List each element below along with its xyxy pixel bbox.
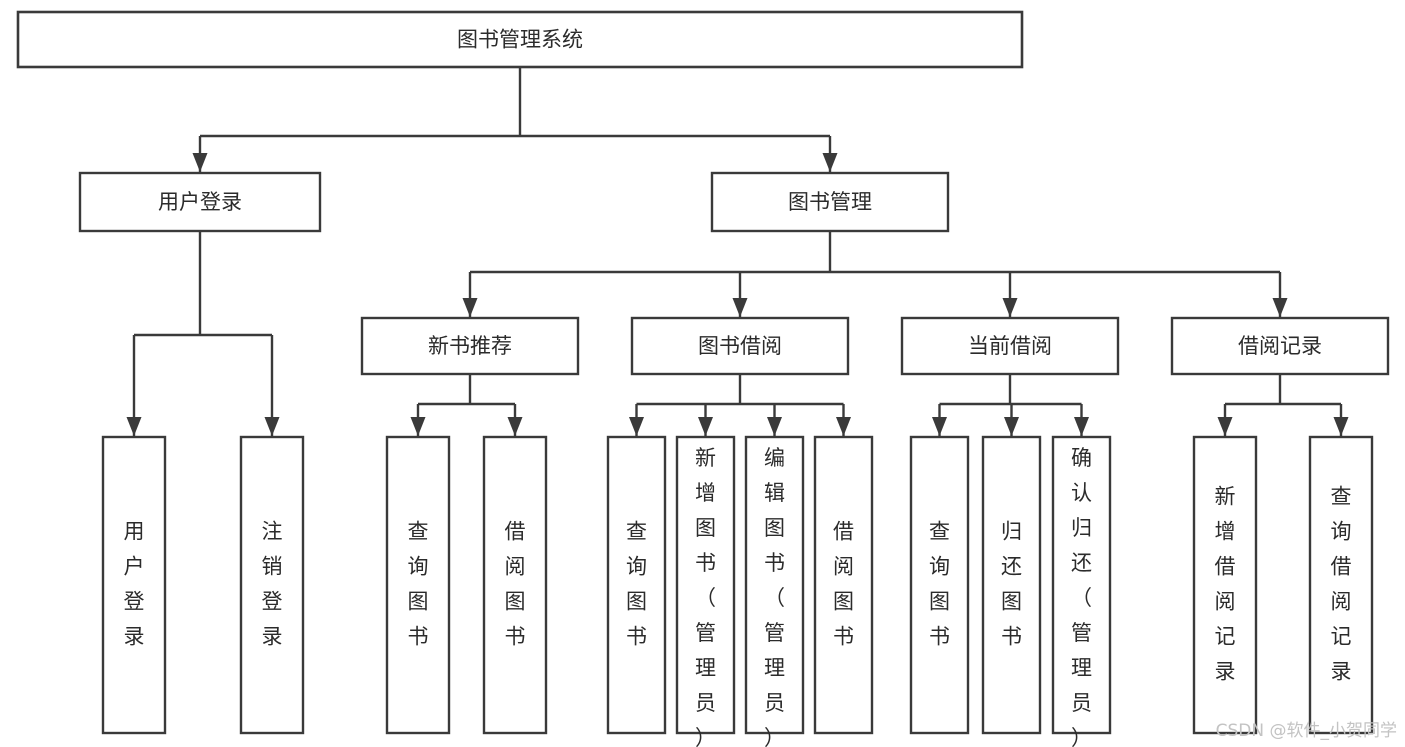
node-leaf-cur-return-book[interactable]: 归还图书 — [981, 435, 1042, 735]
node-label: 图书管理 — [788, 190, 872, 214]
node-box — [482, 435, 548, 735]
node-label: 新增借阅记录 — [1215, 485, 1236, 684]
node-label: 图书管理系统 — [457, 28, 583, 52]
node-label: 确认归还（管理员） — [1071, 446, 1092, 747]
node-box — [900, 316, 1120, 376]
node-box — [710, 171, 950, 233]
node-leaf-borrow-lend-book[interactable]: 借阅图书 — [813, 435, 874, 735]
arrow-head-icon — [1217, 417, 1233, 436]
node-box — [385, 435, 451, 735]
arrow-head-icon — [1074, 417, 1089, 436]
node-box — [101, 435, 167, 735]
node-label: 借阅图书 — [833, 520, 854, 649]
node-box — [981, 435, 1042, 735]
arrow-head-icon — [1002, 298, 1018, 317]
arrow-head-icon — [126, 417, 142, 436]
arrow-head-icon — [1004, 417, 1019, 436]
node-box — [78, 171, 322, 233]
node-label: 当前借阅 — [968, 334, 1052, 358]
node-borrow-record[interactable]: 借阅记录 — [1170, 316, 1390, 376]
node-label: 查询借阅记录 — [1331, 485, 1352, 684]
node-leaf-borrow-query-book[interactable]: 查询图书 — [606, 435, 667, 735]
node-box — [1051, 435, 1112, 735]
node-leaf-user-login[interactable]: 用户登录 — [101, 435, 167, 735]
node-label: 查询图书 — [929, 520, 950, 649]
node-new-book-rec[interactable]: 新书推荐 — [360, 316, 580, 376]
node-label: 归还图书 — [1001, 520, 1022, 649]
arrow-head-icon — [698, 417, 713, 436]
node-book-borrow[interactable]: 图书借阅 — [630, 316, 850, 376]
node-label: 新书推荐 — [428, 334, 512, 358]
edges-layer — [126, 67, 1349, 436]
arrow-head-icon — [732, 298, 748, 317]
node-label: 编辑图书（管理员） — [764, 446, 785, 747]
node-box — [1192, 435, 1258, 735]
node-label: 注销登录 — [262, 520, 283, 649]
arrow-head-icon — [192, 153, 208, 172]
node-label: 查询图书 — [626, 520, 647, 649]
node-label: 借阅图书 — [505, 520, 526, 649]
node-box — [239, 435, 305, 735]
node-leaf-user-logout[interactable]: 注销登录 — [239, 435, 305, 735]
node-root[interactable]: 图书管理系统 — [16, 10, 1024, 69]
arrow-head-icon — [932, 417, 947, 436]
node-box — [675, 435, 736, 735]
arrow-head-icon — [1272, 298, 1288, 317]
node-box — [630, 316, 850, 376]
arrow-head-icon — [410, 417, 426, 436]
arrow-head-icon — [629, 417, 644, 436]
node-leaf-cur-query-book[interactable]: 查询图书 — [909, 435, 970, 735]
arrow-head-icon — [822, 153, 838, 172]
node-box — [909, 435, 970, 735]
arrow-head-icon — [507, 417, 523, 436]
node-label: 查询图书 — [408, 520, 429, 649]
node-box — [1308, 435, 1374, 735]
node-leaf-rec-query-record[interactable]: 查询借阅记录 — [1308, 435, 1374, 735]
node-current-borrow[interactable]: 当前借阅 — [900, 316, 1120, 376]
node-label: 图书借阅 — [698, 334, 782, 358]
node-user-login[interactable]: 用户登录 — [78, 171, 322, 233]
node-leaf-borrow-add-book[interactable]: 新增图书（管理员） — [675, 435, 736, 747]
node-label: 新增图书（管理员） — [695, 446, 716, 747]
node-box — [360, 316, 580, 376]
node-label: 用户登录 — [124, 520, 145, 649]
node-leaf-rec-query-book[interactable]: 查询图书 — [385, 435, 451, 735]
node-label: 用户登录 — [158, 190, 242, 214]
arrow-head-icon — [836, 417, 851, 436]
node-box — [606, 435, 667, 735]
arrow-head-icon — [264, 417, 280, 436]
node-book-manage[interactable]: 图书管理 — [710, 171, 950, 233]
node-leaf-rec-add-record[interactable]: 新增借阅记录 — [1192, 435, 1258, 735]
node-leaf-borrow-edit-book[interactable]: 编辑图书（管理员） — [744, 435, 805, 747]
nodes-layer: 图书管理系统用户登录图书管理新书推荐图书借阅当前借阅借阅记录用户登录注销登录查询… — [16, 10, 1390, 747]
node-box — [813, 435, 874, 735]
node-leaf-cur-confirm-return[interactable]: 确认归还（管理员） — [1051, 435, 1112, 747]
node-box — [744, 435, 805, 735]
node-label: 借阅记录 — [1238, 334, 1322, 358]
node-box — [16, 10, 1024, 69]
arrow-head-icon — [1333, 417, 1349, 436]
arrow-head-icon — [767, 417, 782, 436]
arrow-head-icon — [462, 298, 478, 317]
node-box — [1170, 316, 1390, 376]
node-leaf-rec-borrow-book[interactable]: 借阅图书 — [482, 435, 548, 735]
